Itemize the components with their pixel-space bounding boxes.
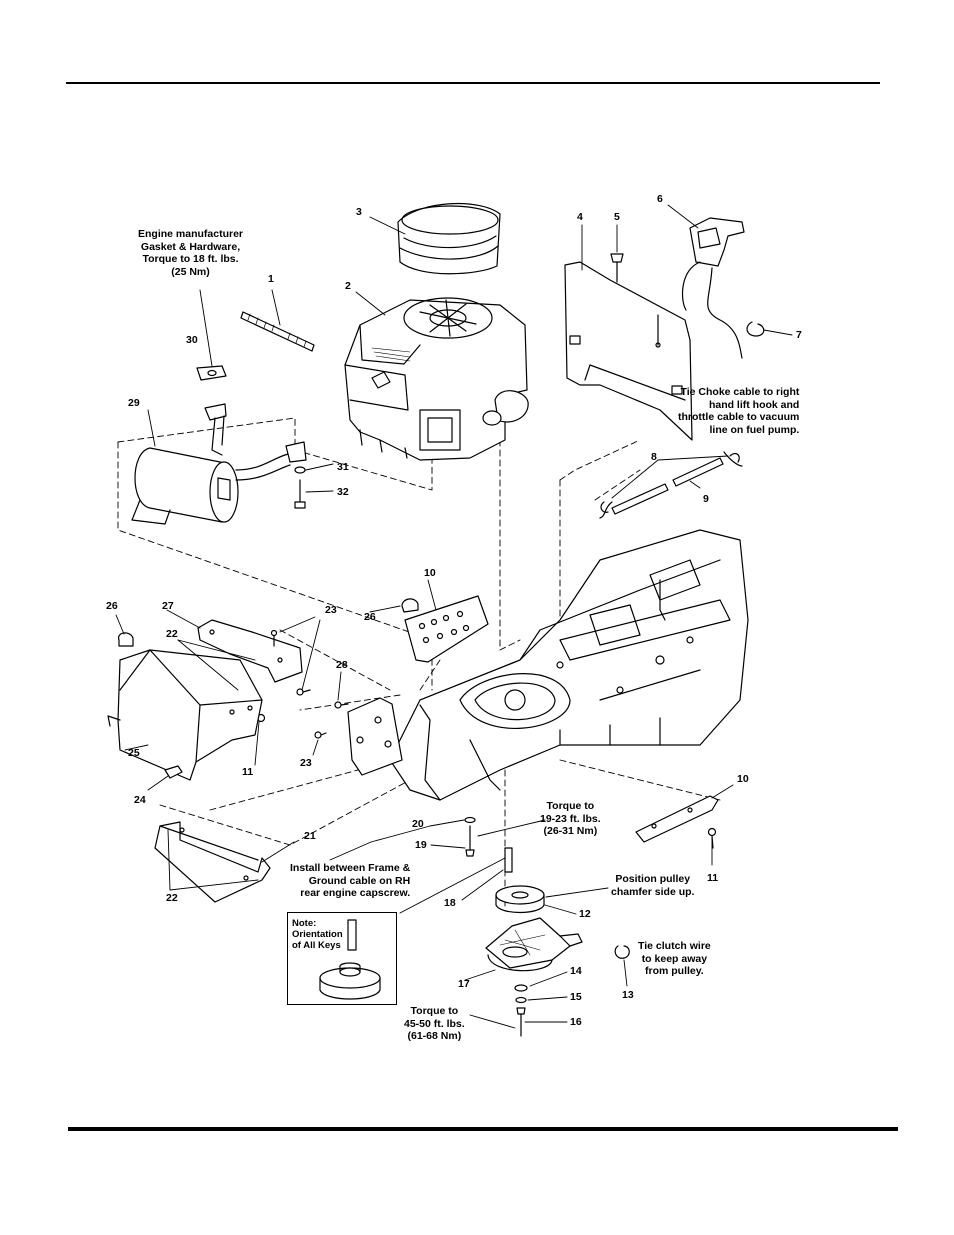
choke-control-part-6 [681, 217, 745, 359]
leader-lines [115, 204, 793, 1029]
note-install-between: Install between Frame & Ground cable on … [290, 862, 411, 899]
callout-18: 18 [444, 897, 456, 909]
muffler-part-29 [131, 403, 307, 525]
callout-26-left: 26 [106, 600, 118, 612]
note-choke-cable: Tie Choke cable to right hand lift hook … [678, 386, 800, 436]
hose-part-9 [611, 457, 724, 515]
inset-title: Note: Orientation of All Keys [292, 918, 343, 951]
callout-8: 8 [651, 451, 657, 463]
callout-26-right: 26 [364, 611, 376, 623]
shield-part-4 [564, 261, 693, 441]
clamp-part-26 [118, 598, 419, 647]
callout-5: 5 [614, 211, 620, 223]
callout-13: 13 [622, 989, 634, 1001]
washer-part-14 [514, 984, 528, 992]
callout-23-upper: 23 [325, 604, 337, 616]
tractor-frame [389, 529, 749, 801]
screw-part-5 [610, 253, 624, 283]
bolt-part-32 [294, 479, 306, 509]
frame-side-plate [347, 697, 403, 776]
callout-22-lower: 22 [166, 892, 178, 904]
bracket-part-10-lower [635, 795, 719, 843]
bolt-part-19 [465, 825, 475, 857]
callout-22-upper: 22 [166, 628, 178, 640]
callout-4: 4 [577, 211, 583, 223]
footer-rule [68, 1127, 898, 1131]
screw-part-23 [270, 629, 327, 739]
callout-29: 29 [128, 397, 140, 409]
air-screen-part-3 [397, 202, 501, 275]
note-position-pulley: Position pulley chamfer side up. [611, 873, 695, 898]
callout-19: 19 [415, 839, 427, 851]
note-engine-gasket: Engine manufacturer Gasket & Hardware, T… [138, 228, 244, 278]
callout-31: 31 [337, 461, 349, 473]
clutch-part-17 [485, 917, 583, 972]
clip-part-7 [746, 321, 765, 337]
note-torque-45-50: Torque to 45-50 ft. lbs. (61-68 Nm) [404, 1005, 465, 1042]
callout-30: 30 [186, 334, 198, 346]
pulley-part-12 [495, 885, 545, 914]
callout-28: 28 [336, 659, 348, 671]
tie-part-8 [599, 451, 743, 519]
washer-part-20 [464, 816, 476, 824]
callout-1: 1 [268, 273, 274, 285]
callout-9: 9 [703, 493, 709, 505]
callout-27: 27 [162, 600, 174, 612]
callout-7: 7 [796, 329, 802, 341]
bracket-part-10-upper [404, 595, 489, 663]
clip-part-24 [164, 765, 183, 779]
callout-11-right: 11 [707, 872, 719, 884]
stud-part-1 [240, 311, 315, 352]
inset-key-pulley [319, 919, 381, 1000]
washer-part-15 [515, 996, 527, 1004]
key-part-18 [504, 847, 513, 873]
washer-part-31 [294, 466, 306, 474]
clip-part-13 [614, 945, 630, 959]
callout-10-lower: 10 [737, 773, 749, 785]
callout-16: 16 [570, 1016, 582, 1028]
gasket-part-30 [196, 365, 227, 381]
engine-shield-part-25 [107, 649, 263, 781]
callout-12: 12 [579, 908, 591, 920]
callout-6: 6 [657, 193, 663, 205]
bracket-part-27 [197, 619, 303, 683]
callout-14: 14 [570, 965, 582, 977]
callout-23-lower: 23 [300, 757, 312, 769]
screw-part-28 [334, 701, 349, 709]
callout-32: 32 [337, 486, 349, 498]
assembly-guide-lines [117, 417, 721, 911]
callout-25: 25 [128, 747, 140, 759]
engine-part-2 [344, 297, 529, 461]
callout-10-upper: 10 [424, 567, 436, 579]
callout-17: 17 [458, 978, 470, 990]
callout-24: 24 [134, 794, 146, 806]
header-rule [66, 82, 880, 84]
callout-2: 2 [345, 280, 351, 292]
bolt-part-16 [516, 1007, 526, 1037]
key-orientation-inset [287, 912, 397, 1005]
callout-20: 20 [412, 818, 424, 830]
callout-11-left: 11 [242, 766, 254, 778]
callout-3: 3 [356, 206, 362, 218]
note-tie-clutch: Tie clutch wire to keep away from pulley… [638, 940, 711, 977]
callout-21: 21 [304, 830, 316, 842]
callout-15: 15 [570, 991, 582, 1003]
note-torque-19-23: Torque to 19-23 ft. lbs. (26-31 Nm) [540, 800, 601, 837]
